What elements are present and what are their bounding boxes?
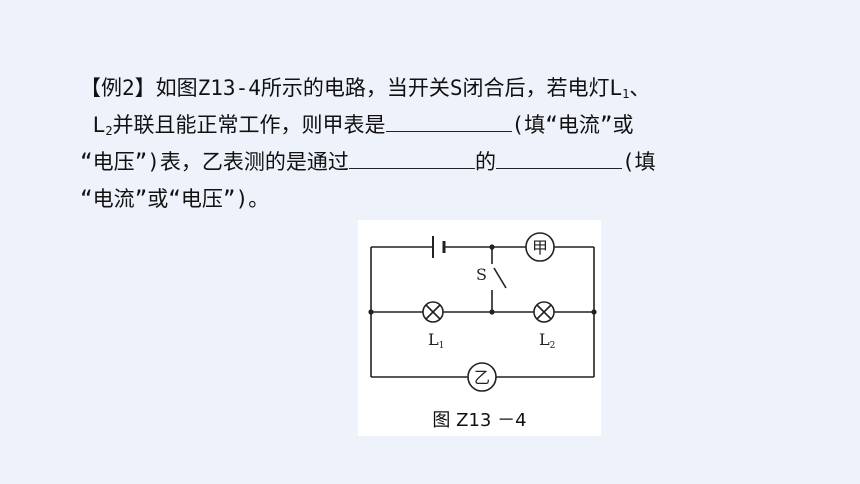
question-text: 【例2】如图Z13-4所示的电路，当开关S闭合后，若电灯L1、 L2并联且能正常…: [80, 70, 790, 218]
lamp-l2-label: L2: [539, 330, 555, 351]
circuit-diagram: 甲 乙 S L1 L2: [368, 232, 597, 392]
switch-label: S: [476, 265, 487, 284]
meter-yi-icon: [467, 362, 497, 392]
meter-jia-label: 甲: [532, 238, 548, 257]
circuit-figure: 甲 乙 S L1 L2 图 Z13 －4: [358, 220, 601, 436]
switch-blade: [493, 267, 507, 289]
question-line-1: 【例2】如图Z13-4所示的电路，当开关S闭合后，若电灯L1、: [80, 76, 651, 101]
junction-mid: [489, 309, 495, 315]
lamp-l1-cross-b: [425, 304, 441, 320]
junction-top: [489, 244, 495, 250]
junction-left: [368, 309, 374, 315]
junction-right: [591, 309, 597, 315]
lamp-l1-label: L1: [428, 330, 444, 351]
answer-blank-1[interactable]: [385, 107, 512, 132]
figure-caption: 图 Z13 －4: [432, 410, 527, 431]
meter-yi-label: 乙: [474, 368, 490, 387]
lamp-l2-cross-b: [536, 304, 552, 320]
answer-blank-2[interactable]: [348, 144, 475, 169]
question-line-4: “电流”或“电压”)。: [80, 187, 270, 211]
question-line-2: L2并联且能正常工作，则甲表是(填“电流”或: [80, 107, 790, 144]
answer-blank-3[interactable]: [495, 144, 622, 169]
ammeter-jia-icon: [525, 232, 555, 262]
question-line-3: “电压”)表，乙表测的是通过的(填: [80, 144, 790, 181]
